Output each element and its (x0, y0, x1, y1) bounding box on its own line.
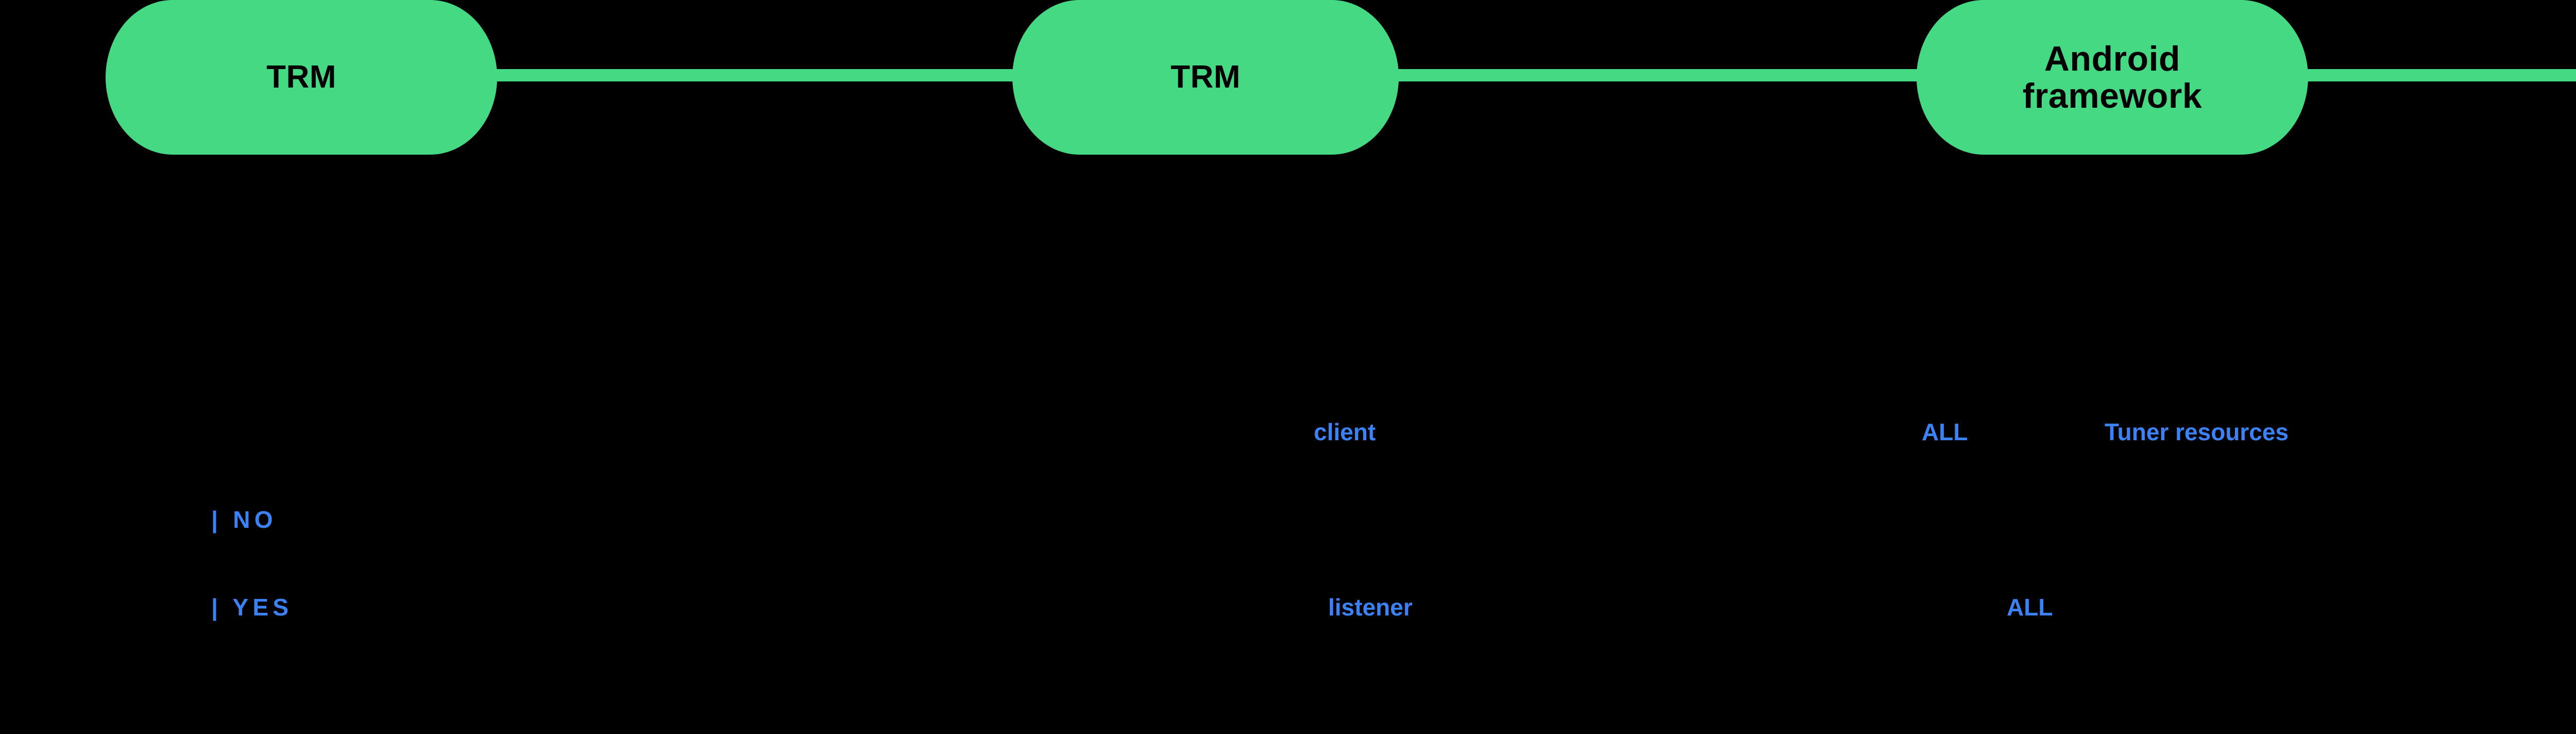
label-yes: | YES (211, 594, 293, 621)
connector-android-framework-to-trm-3 (2307, 69, 2576, 81)
node-trm-1[interactable]: TRM (106, 0, 497, 155)
connector-trm-2-to-android-framework (1398, 69, 1918, 81)
node-trm-2[interactable]: TRM (1012, 0, 1399, 155)
label-tuner-resources: Tuner resources (2105, 419, 2289, 445)
label-listener: listener (1328, 594, 1413, 621)
label-all-top: ALL (1922, 419, 1968, 445)
connector-trm-1-to-trm-2 (496, 69, 1013, 81)
node-android-framework[interactable]: Android framework (1917, 0, 2308, 155)
label-no: | NO (211, 506, 277, 533)
label-all-bottom: ALL (2007, 594, 2053, 621)
label-client: client (1314, 419, 1376, 445)
